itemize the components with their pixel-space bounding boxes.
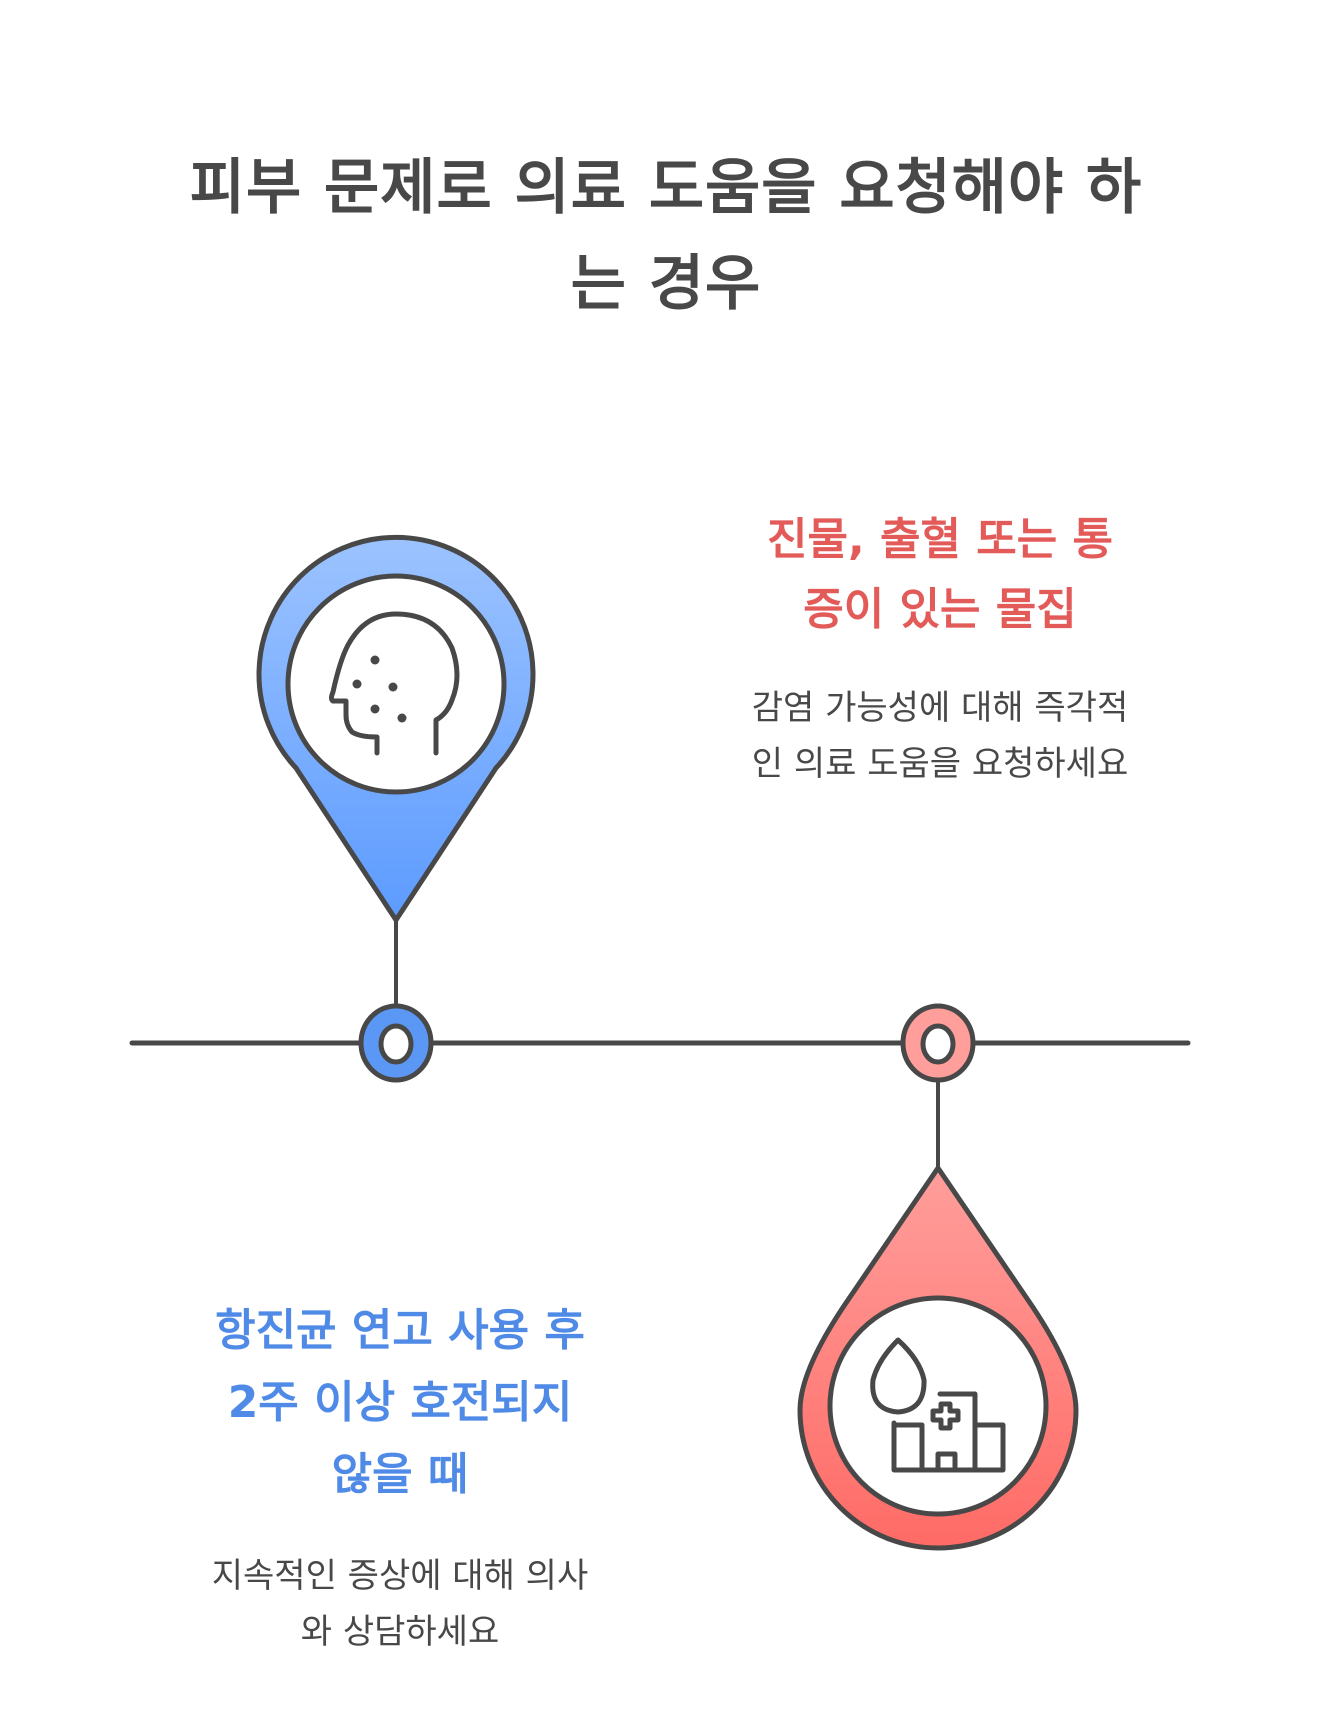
antifungal-description: 지속적인 증상에 대해 의사 와 상담하세요 — [120, 1548, 680, 1660]
title-line-1: 피부 문제로 의료 도움을 요청해야 하 — [189, 153, 1143, 223]
description-line: 와 상담하세요 — [300, 1612, 500, 1652]
blue-timeline-node — [358, 1003, 434, 1083]
antifungal-heading: 항진균 연고 사용 후 2주 이상 호전되지 않을 때 — [120, 1295, 680, 1511]
blister-description: 감염 가능성에 대해 즉각적 인 의료 도움을 요청하세요 — [680, 680, 1200, 792]
title-line-2: 는 경우 — [570, 249, 762, 319]
blister-heading: 진물, 출혈 또는 통 증이 있는 물집 — [680, 505, 1200, 645]
face-with-spots-icon — [329, 611, 460, 756]
heading-line: 증이 있는 물집 — [803, 584, 1077, 635]
red-timeline-node — [900, 1003, 976, 1168]
blood-drop-hospital-icon — [870, 1337, 1006, 1473]
heading-line: 진물, 출혈 또는 통 — [766, 514, 1114, 565]
heading-line: 2주 이상 호전되지 — [227, 1377, 573, 1428]
page-title: 피부 문제로 의료 도움을 요청해야 하 는 경우 — [60, 140, 1272, 332]
skin-spots — [352, 655, 407, 723]
blue-location-pin — [256, 534, 536, 1010]
red-drop-pin — [797, 1165, 1079, 1551]
heading-line: 항진균 연고 사용 후 — [215, 1305, 585, 1356]
description-line: 감염 가능성에 대해 즉각적 — [751, 688, 1129, 728]
description-line: 지속적인 증상에 대해 의사 — [211, 1556, 589, 1596]
description-line: 인 의료 도움을 요청하세요 — [751, 744, 1129, 784]
heading-line: 않을 때 — [331, 1449, 469, 1500]
